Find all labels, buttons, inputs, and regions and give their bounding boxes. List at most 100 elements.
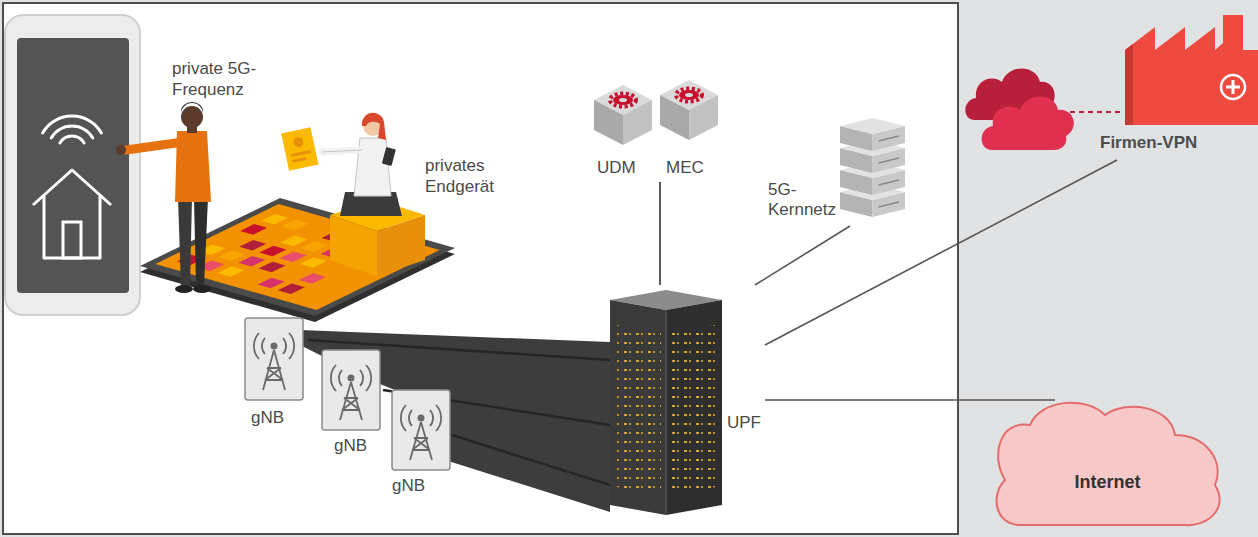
node-label: gNB	[334, 436, 367, 456]
node-label: 5G- Kernnetz	[768, 180, 844, 220]
app-tile	[259, 246, 286, 257]
illustration-part	[263, 350, 285, 390]
app-tile	[218, 250, 245, 261]
illustration-part	[33, 170, 111, 258]
company-vpn-node: Firmen-VPN	[1097, 15, 1258, 160]
internet-cloud: Internet	[990, 400, 1225, 527]
seated-woman	[281, 113, 425, 276]
illustration-part	[610, 290, 722, 515]
app-tile	[258, 262, 285, 273]
illustration-part	[348, 375, 355, 382]
illustration-part	[594, 85, 652, 145]
illustration-part	[43, 116, 102, 143]
icon-face	[616, 325, 661, 495]
tablet-illustration	[140, 198, 455, 322]
cube-icon	[660, 80, 718, 140]
illustration-part	[5, 15, 140, 315]
node-label: Internet	[1035, 472, 1180, 492]
connector-line	[659, 182, 661, 285]
illustration-part	[330, 215, 377, 276]
cloud-icon	[990, 400, 1225, 527]
connector-line	[765, 399, 1055, 401]
stack-icon	[840, 118, 905, 222]
factory-icon	[1097, 15, 1258, 133]
illustration-part	[322, 150, 362, 152]
illustration-part	[1125, 15, 1258, 125]
app-tile	[217, 266, 244, 277]
illustration-part	[126, 142, 183, 150]
connector-line	[765, 160, 1117, 345]
app-tile	[258, 278, 285, 289]
illustration-part	[1221, 75, 1245, 99]
illustration-part	[1125, 15, 1258, 125]
illustration-part	[377, 215, 425, 276]
illustration-part	[17, 38, 129, 293]
illustration-part	[281, 127, 318, 170]
app-tile	[281, 220, 308, 231]
illustration-part	[194, 198, 208, 286]
gnb-node: gNB	[322, 350, 383, 458]
illustration-part	[610, 94, 636, 107]
connector-line	[452, 435, 610, 485]
icon-face	[666, 300, 722, 515]
illustration-part	[382, 147, 396, 166]
rack-icon	[610, 285, 722, 515]
node-label: Firmen-VPN	[1097, 133, 1200, 153]
illustration-part	[660, 80, 718, 140]
node-label: gNB	[251, 408, 284, 428]
icon-face	[610, 300, 666, 515]
app-tile	[300, 241, 327, 252]
illustration-part	[362, 113, 386, 140]
app-tile	[279, 252, 306, 263]
standing-man	[116, 102, 211, 293]
node-label: gNB	[392, 476, 425, 496]
radio-beam	[300, 330, 610, 512]
gnb-icon	[392, 390, 450, 470]
illustration-part	[401, 405, 441, 431]
illustration-part	[418, 415, 425, 422]
app-tile	[300, 257, 327, 268]
icon-face	[594, 100, 623, 145]
illustration-part	[140, 198, 455, 316]
connector-line	[659, 182, 661, 285]
illustration-part	[410, 422, 432, 460]
illustration-part	[331, 365, 371, 391]
illustration-part	[1070, 111, 1124, 113]
core-network-node: 5G- Kernnetz	[768, 118, 905, 226]
illustration-part	[676, 89, 702, 102]
illustration-part	[392, 390, 450, 470]
node-label: UDM	[597, 158, 636, 178]
app-tile	[261, 214, 288, 225]
illustration-part	[63, 222, 81, 258]
illustration-part	[982, 97, 1074, 151]
illustration-part	[613, 95, 633, 105]
app-tile	[239, 240, 266, 251]
gnb-icon	[322, 350, 380, 430]
illustration-part	[619, 98, 627, 102]
network-panel	[3, 3, 958, 534]
app-tile	[238, 256, 265, 267]
illustration-part	[175, 285, 193, 293]
illustration-part	[340, 382, 362, 420]
illustration-part	[392, 390, 450, 470]
cube-icon	[594, 85, 652, 145]
icon-face	[660, 95, 689, 140]
illustration-part	[271, 343, 278, 350]
illustration-part	[685, 93, 693, 97]
mec-node: MEC	[660, 80, 718, 182]
illustration-part	[322, 350, 380, 430]
app-tile	[278, 283, 305, 294]
illustration-part	[193, 285, 211, 293]
illustration-part	[281, 127, 318, 170]
app-tile	[240, 224, 267, 235]
illustration-part	[679, 90, 699, 100]
illustration-part	[879, 136, 900, 141]
illustration-part	[1125, 44, 1133, 125]
illustration-part	[322, 150, 362, 152]
icon-face	[671, 325, 716, 495]
connector-line	[755, 226, 850, 285]
illustration-part	[291, 150, 311, 157]
gnb-node: gNB	[245, 318, 308, 430]
illustration-part	[322, 350, 380, 430]
illustration-part	[997, 403, 1220, 526]
